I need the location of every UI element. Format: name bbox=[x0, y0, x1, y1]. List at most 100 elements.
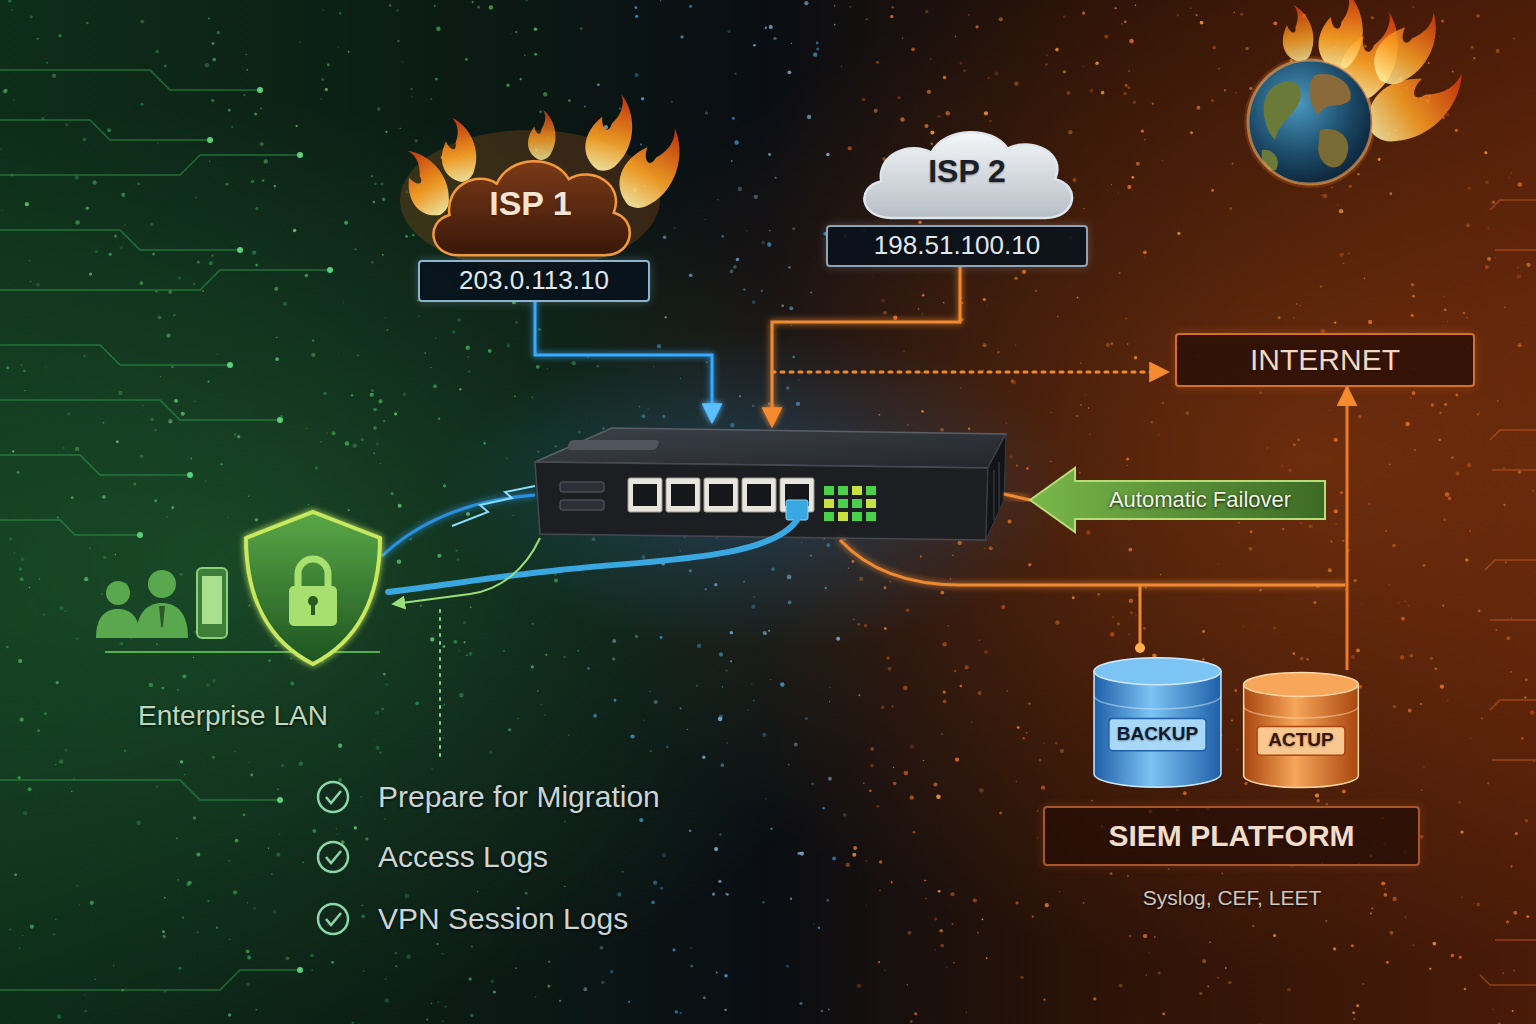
particle bbox=[804, 1, 808, 5]
node-text: BACKUP bbox=[1117, 718, 1198, 750]
particle bbox=[1504, 306, 1506, 308]
particle bbox=[209, 161, 210, 162]
particle bbox=[584, 105, 586, 107]
circuit-lines-part bbox=[0, 70, 260, 90]
particle bbox=[396, 9, 400, 13]
particle bbox=[1423, 766, 1425, 768]
particle bbox=[137, 182, 140, 185]
particle bbox=[434, 5, 436, 7]
particle bbox=[769, 230, 770, 231]
particle bbox=[260, 107, 261, 108]
particle bbox=[1106, 343, 1110, 347]
particle bbox=[1455, 394, 1458, 397]
shield-lock-icon-part bbox=[289, 586, 337, 626]
particle bbox=[719, 714, 723, 718]
particle bbox=[1517, 266, 1520, 269]
particle bbox=[1438, 438, 1441, 441]
particle bbox=[597, 83, 600, 86]
particle bbox=[385, 683, 388, 686]
particle bbox=[395, 965, 397, 967]
circuit-lines-part bbox=[1495, 939, 1536, 941]
particle bbox=[886, 656, 889, 659]
particle bbox=[1444, 403, 1447, 406]
particle bbox=[1045, 903, 1049, 907]
particle bbox=[6, 366, 9, 369]
particle bbox=[29, 260, 30, 261]
particle bbox=[1297, 439, 1300, 442]
particle bbox=[884, 627, 887, 630]
particle bbox=[411, 96, 413, 98]
particle bbox=[946, 967, 947, 968]
particle bbox=[1148, 952, 1149, 953]
particle bbox=[21, 364, 23, 366]
particle bbox=[848, 146, 852, 150]
particle bbox=[927, 90, 931, 94]
particle bbox=[157, 143, 159, 145]
particle bbox=[311, 353, 315, 357]
particle bbox=[1063, 15, 1066, 18]
particle bbox=[971, 721, 972, 722]
particle bbox=[1511, 172, 1513, 174]
particle bbox=[1463, 312, 1466, 315]
particle bbox=[1441, 19, 1444, 22]
particle bbox=[1079, 472, 1081, 474]
particle bbox=[572, 361, 576, 365]
particle bbox=[402, 61, 404, 63]
particle bbox=[75, 220, 79, 224]
particle bbox=[242, 66, 243, 67]
circuit-lines-part bbox=[0, 270, 330, 290]
particle bbox=[455, 550, 457, 552]
particle bbox=[580, 27, 583, 30]
particle bbox=[718, 880, 721, 883]
particle bbox=[1273, 934, 1276, 937]
particle bbox=[680, 35, 683, 38]
siem-platform-box: SIEM PLATFORM bbox=[1043, 806, 1420, 866]
particle bbox=[102, 495, 106, 499]
particle bbox=[1469, 530, 1471, 532]
particle bbox=[1162, 160, 1163, 161]
particle bbox=[1503, 504, 1505, 506]
particle bbox=[884, 969, 885, 970]
particle bbox=[534, 53, 537, 56]
circuit-lines-part bbox=[1490, 430, 1536, 440]
particle bbox=[186, 882, 190, 886]
router-device-part-part bbox=[824, 499, 834, 508]
particle bbox=[641, 555, 645, 559]
particle bbox=[382, 198, 385, 201]
particle bbox=[1408, 605, 1410, 607]
particle bbox=[380, 463, 381, 464]
particle bbox=[515, 321, 518, 324]
particle bbox=[1260, 1023, 1261, 1024]
particle bbox=[958, 541, 962, 545]
particle bbox=[952, 555, 953, 556]
particle bbox=[1011, 379, 1014, 382]
circuit-lines-part bbox=[1492, 759, 1536, 761]
particle bbox=[933, 783, 937, 787]
particle bbox=[730, 423, 734, 427]
particle bbox=[577, 650, 579, 652]
particle bbox=[299, 761, 303, 765]
particle bbox=[133, 482, 136, 485]
particle bbox=[1077, 296, 1079, 298]
particle bbox=[44, 712, 47, 715]
particle bbox=[754, 596, 755, 597]
particle bbox=[697, 644, 701, 648]
cylinder-body bbox=[1244, 684, 1359, 787]
particle bbox=[1278, 316, 1281, 319]
particle bbox=[1477, 413, 1479, 415]
particle bbox=[768, 403, 770, 405]
particle bbox=[1006, 690, 1008, 692]
circuit-nodes-part bbox=[297, 967, 303, 973]
particle bbox=[869, 789, 872, 792]
particle bbox=[1495, 629, 1497, 631]
particle bbox=[37, 729, 40, 732]
shield-lock-icon-part bbox=[246, 512, 380, 664]
particle bbox=[1512, 1010, 1514, 1012]
cylinder-body bbox=[1094, 671, 1221, 787]
particle bbox=[1478, 610, 1481, 613]
circuit-nodes-part bbox=[257, 87, 263, 93]
particle bbox=[714, 847, 718, 851]
particle bbox=[1041, 786, 1045, 790]
particle bbox=[979, 788, 983, 792]
